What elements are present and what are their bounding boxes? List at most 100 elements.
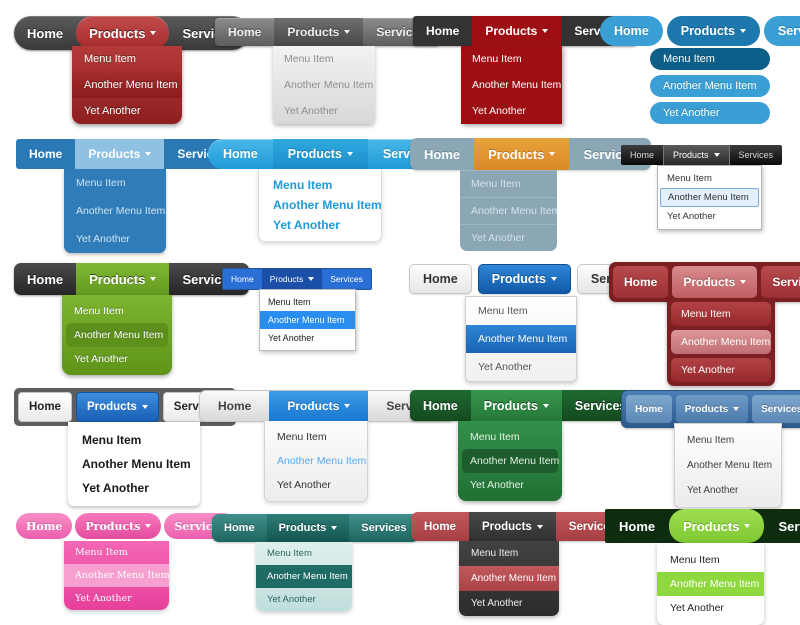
nav-item-products[interactable]: Products [269,391,369,421]
menu-item-2[interactable]: Another Menu Item [76,205,166,217]
menu-item-1[interactable]: Menu Item [284,53,334,65]
menu-item-3[interactable]: Yet Another [284,105,338,117]
nav-item-home[interactable]: Home [16,513,73,539]
menu-item-1[interactable]: Menu Item [84,53,136,65]
menu-item-1[interactable]: Menu Item [460,170,557,197]
nav-item-products[interactable]: Products [663,145,730,165]
nav-item-home[interactable]: Home [426,24,460,38]
nav-item-products[interactable]: Products [274,18,364,46]
menu-item-3[interactable]: Yet Another [667,211,716,222]
nav-item-services[interactable]: Services [568,520,617,533]
nav-item-services[interactable]: Services [763,16,800,46]
nav-item-home[interactable]: Home [626,395,672,423]
nav-item-products[interactable]: Products [472,16,562,46]
menu-item-1[interactable]: Menu Item [687,435,735,446]
menu-item-1[interactable]: Menu Item [277,431,327,443]
menu-item-2[interactable]: Another Menu Item [660,188,759,207]
nav-item-home[interactable]: Home [409,264,472,294]
menu-item-1[interactable]: Menu Item [268,297,311,307]
nav-item-home[interactable]: Home [224,522,255,534]
menu-item-3[interactable]: Yet Another [84,105,141,117]
menu-item-2[interactable]: Another Menu Item [273,198,382,212]
menu-item-3[interactable]: Yet Another [268,333,315,343]
nav-item-products[interactable]: Products [261,269,323,289]
menu-item-2[interactable]: Another Menu Item [466,325,576,353]
menu-item-3[interactable]: Yet Another [670,602,724,614]
nav-item-products[interactable]: Products [76,263,170,295]
nav-item-home[interactable]: Home [223,147,258,161]
nav-item-home[interactable]: Home [231,274,254,284]
nav-item-products[interactable]: Products [675,395,749,423]
nav-item-products[interactable]: Products [672,266,758,298]
menu-item-2[interactable]: Another Menu Item [72,72,182,98]
menu-item-3[interactable]: Yet Another [76,233,130,245]
menu-item-2[interactable]: Another Menu Item [277,455,367,467]
nav-item-products[interactable]: Products [75,392,159,422]
nav-item-products[interactable]: Products [669,509,765,543]
menu-item-3[interactable]: Yet Another [472,105,526,117]
menu-item-2[interactable]: Another Menu Item [284,79,374,91]
menu-item-3[interactable]: Yet Another [74,353,128,365]
menu-item-1[interactable]: Menu Item [650,48,770,70]
nav-item-home[interactable]: Home [423,398,458,413]
nav-item-products[interactable]: Products [468,512,556,541]
menu-item-1[interactable]: Menu Item [75,547,128,558]
menu-item-3[interactable]: Yet Another [478,361,532,373]
menu-item-3[interactable]: Yet Another [75,593,132,604]
menu-item-2[interactable]: Another Menu Item [64,564,169,587]
nav-item-products[interactable]: Products [474,138,570,170]
nav-item-home[interactable]: Home [600,16,663,46]
nav-item-services[interactable]: Services [752,395,800,423]
nav-item-products[interactable]: Products [272,139,368,169]
menu-item-1[interactable]: Menu Item [471,548,519,559]
nav-item-services[interactable]: Services [574,398,627,413]
menu-item-1[interactable]: Menu Item [667,173,712,184]
menu-item-1[interactable]: Menu Item [74,305,124,317]
nav-item-home[interactable]: Home [613,266,669,298]
nav-item-home[interactable]: Home [218,399,252,413]
nav-item-products[interactable]: Products [477,264,571,294]
nav-item-home[interactable]: Home [424,146,461,162]
menu-item-1[interactable]: Menu Item [82,433,142,447]
nav-item-products[interactable]: Products [75,513,162,539]
menu-item-1[interactable]: Menu Item [478,305,528,317]
nav-item-home[interactable]: Home [29,147,63,161]
nav-item-home[interactable]: Home [228,25,262,39]
nav-item-services[interactable]: Services [761,266,800,298]
nav-item-services[interactable]: Services [361,522,407,534]
menu-item-1[interactable]: Menu Item [670,554,720,566]
menu-item-2[interactable]: Another Menu Item [82,457,191,471]
menu-item-2[interactable]: Another Menu Item [66,323,168,347]
menu-item-2[interactable]: Another Menu Item [260,311,355,329]
nav-item-home[interactable]: Home [619,518,656,534]
menu-item-2[interactable]: Another Menu Item [460,197,557,224]
menu-item-1[interactable]: Menu Item [470,431,520,443]
menu-item-1[interactable]: Menu Item [671,302,771,326]
menu-item-2[interactable]: Another Menu Item [671,330,771,354]
menu-item-1[interactable]: Menu Item [273,178,333,192]
nav-item-services[interactable]: Services [330,274,363,284]
nav-item-home[interactable]: Home [630,150,655,160]
nav-item-home[interactable]: Home [424,520,456,533]
nav-item-products[interactable]: Products [76,16,170,50]
menu-item-3[interactable]: Yet Another [273,218,340,232]
nav-item-home[interactable]: Home [27,271,64,287]
menu-item-2[interactable]: Another Menu Item [256,565,352,588]
menu-item-3[interactable]: Yet Another [267,594,316,605]
nav-item-products[interactable]: Products [666,16,760,46]
menu-item-3[interactable]: Yet Another [470,479,524,491]
menu-item-3[interactable]: Yet Another [687,485,739,496]
menu-item-2[interactable]: Another Menu Item [657,572,764,596]
nav-item-products[interactable]: Products [470,390,562,421]
menu-item-1[interactable]: Menu Item [267,548,312,559]
menu-item-3[interactable]: Yet Another [650,102,770,124]
nav-item-services[interactable]: Services [738,150,774,160]
menu-item-2[interactable]: Another Menu Item [687,460,773,471]
nav-item-products[interactable]: Products [266,514,350,542]
menu-item-2[interactable]: Another Menu Item [459,566,559,591]
nav-item-home[interactable]: Home [27,25,64,41]
menu-item-2[interactable]: Another Menu Item [472,79,562,91]
menu-item-2[interactable]: Another Menu Item [462,449,559,473]
menu-item-3[interactable]: Yet Another [82,481,149,495]
menu-item-3[interactable]: Yet Another [277,479,331,491]
